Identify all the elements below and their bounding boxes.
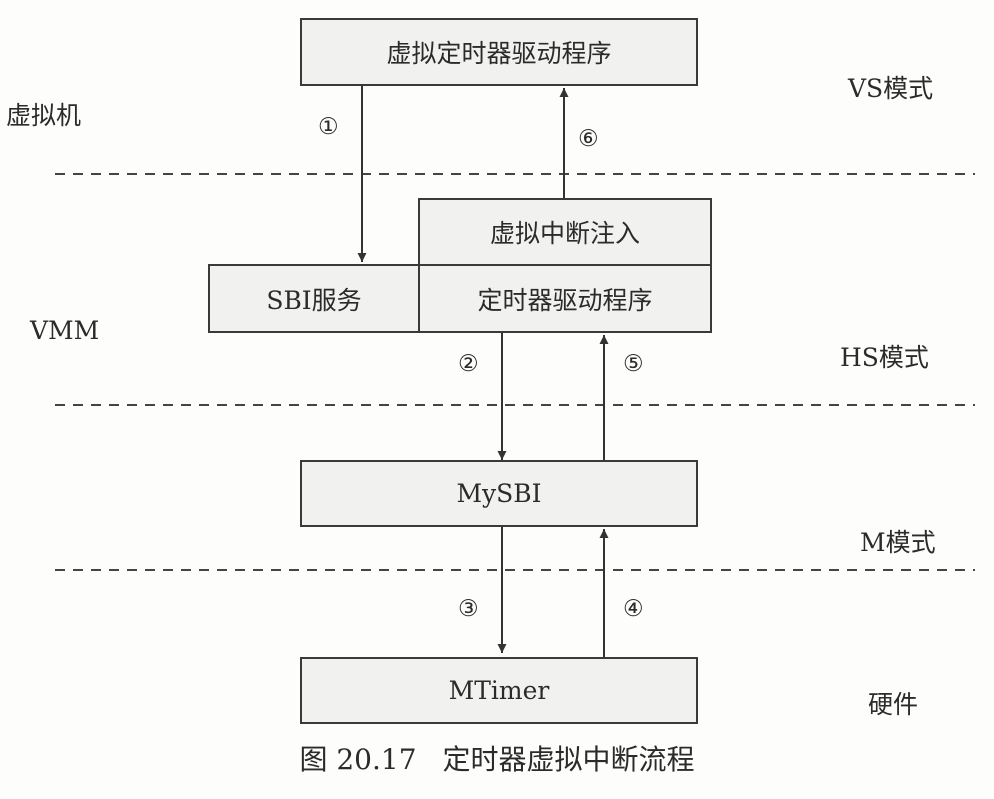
step-4-marker: ④ [623,596,644,622]
hardware-label: 硬件 [868,690,919,719]
hs-mode-label: HS模式 [840,343,929,372]
vs-mode-label: VS模式 [848,74,934,103]
sbi-service-box: SBI服务 [208,264,420,333]
figure-number: 图 20.17 [299,743,417,776]
m-mode-label: M模式 [860,528,936,557]
step-3-marker: ③ [458,596,479,622]
virtual-machine-label: 虚拟机 [6,101,82,130]
mysbi-box: MySBI [300,460,698,527]
step-5-marker: ⑤ [623,351,644,377]
step-1-marker: ① [318,114,339,140]
figure-caption: 图 20.17 定时器虚拟中断流程 [0,738,994,778]
timer-driver-box: 定时器驱动程序 [418,264,712,333]
virtual-timer-driver-box: 虚拟定时器驱动程序 [300,18,698,86]
virtual-interrupt-injection-box: 虚拟中断注入 [418,198,712,266]
step-2-marker: ② [458,351,479,377]
mtimer-box: MTimer [300,657,698,724]
figure-title: 定时器虚拟中断流程 [442,743,695,776]
step-6-marker: ⑥ [578,126,599,152]
vmm-label: VMM [30,316,100,345]
